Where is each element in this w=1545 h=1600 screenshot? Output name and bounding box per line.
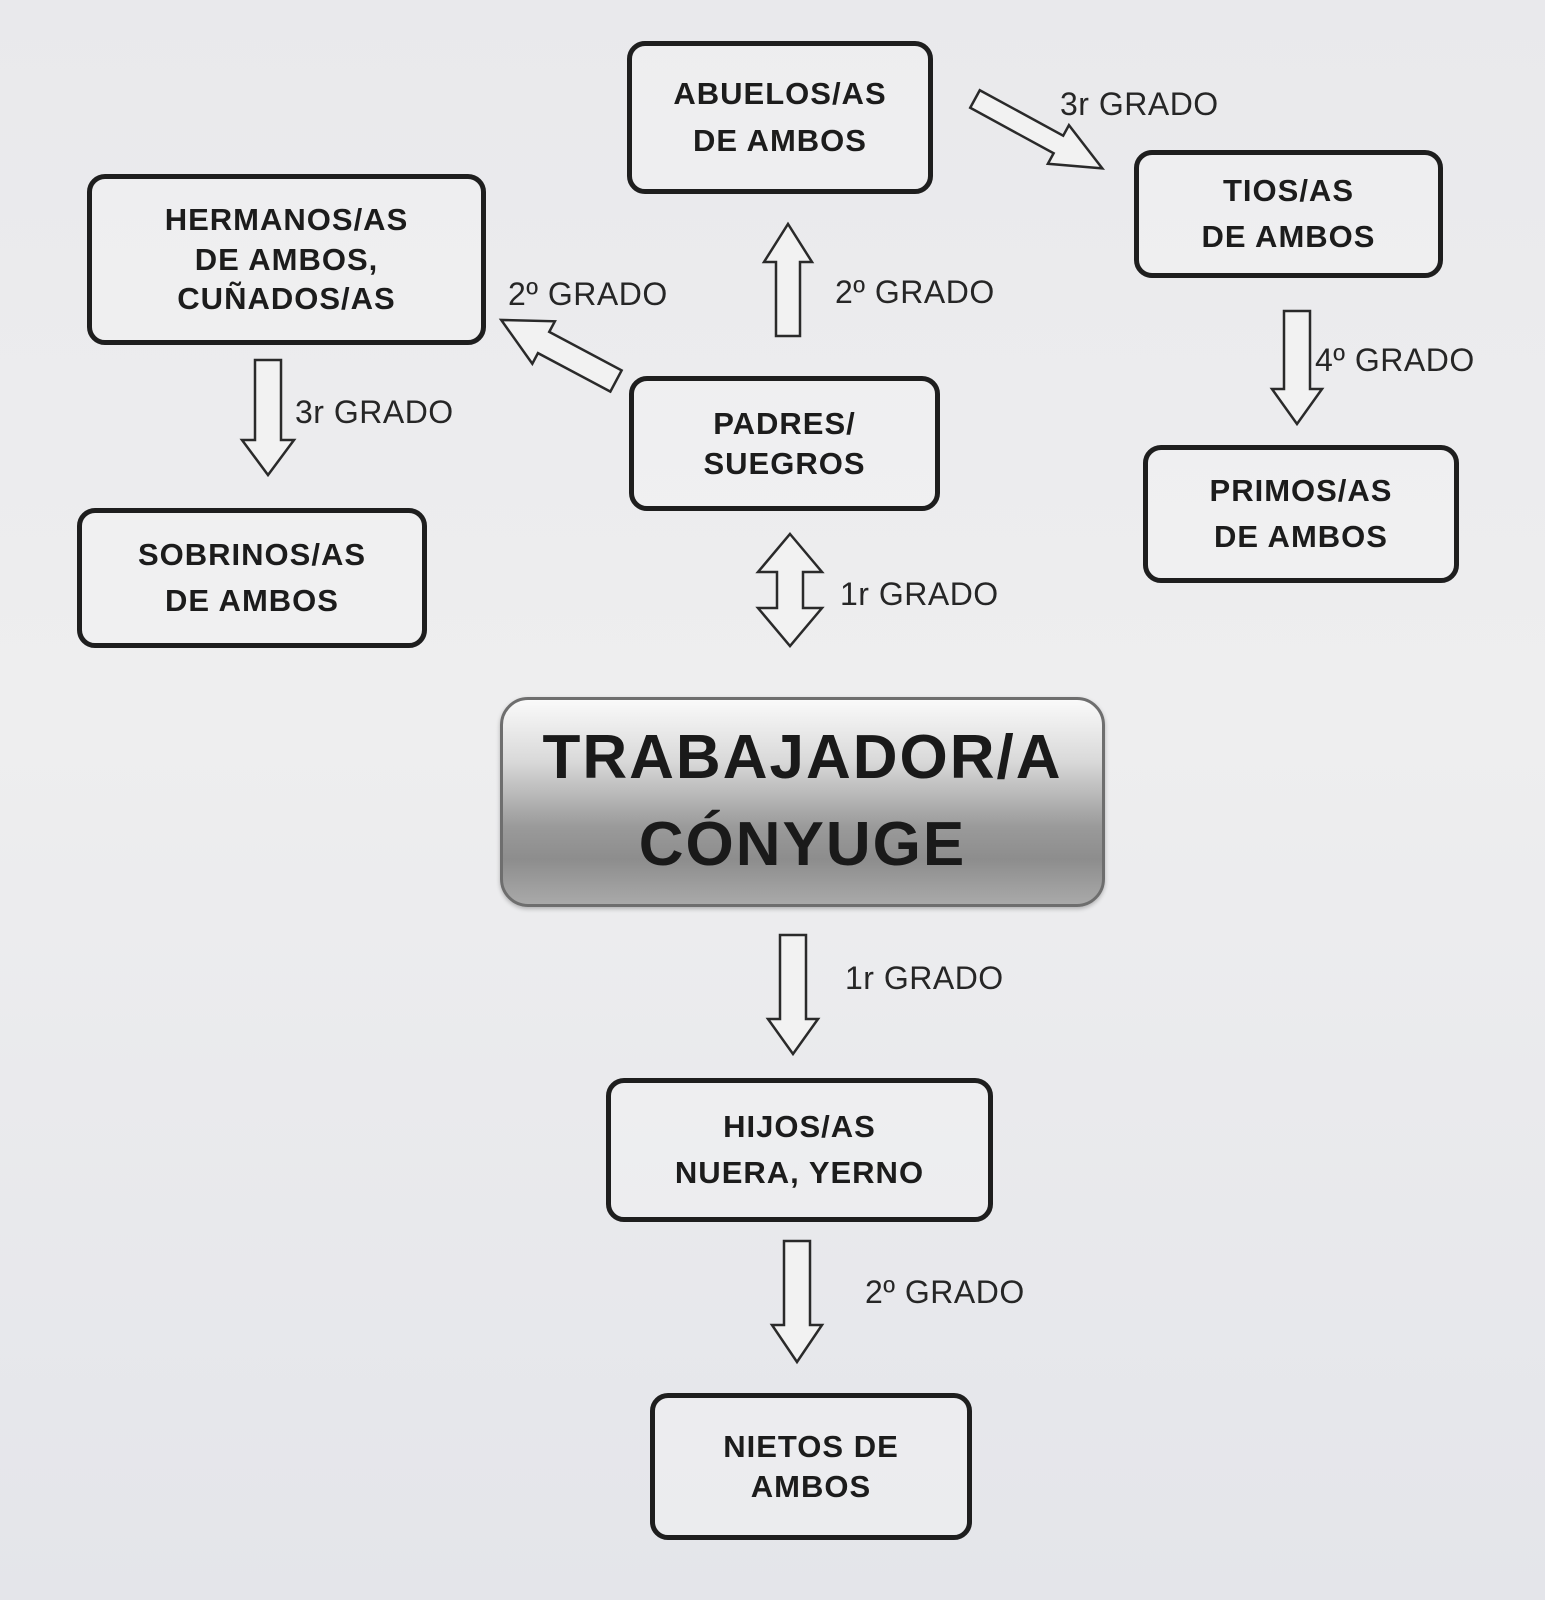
node-primos: PRIMOS/AS DE AMBOS <box>1143 445 1459 583</box>
node-tios-line1: TIOS/AS <box>1222 172 1354 208</box>
node-hermanos-line3: CUÑADOS/AS <box>177 281 396 317</box>
arrow-hermanos-to-sobrinos <box>239 358 297 478</box>
node-padres-line2: SUEGROS <box>703 445 866 481</box>
grade-label-center-padres: 1r GRADO <box>840 576 999 612</box>
node-sobrinos-line2: DE AMBOS <box>165 583 339 618</box>
node-hermanos-line1: HERMANOS/AS <box>164 201 409 237</box>
node-trabajador-conyuge: TRABAJADOR/A CÓNYUGE <box>500 697 1105 907</box>
grade-label-padres-abuelos: 2º GRADO <box>835 274 995 310</box>
grade-label-hijos-nietos: 2º GRADO <box>865 1274 1025 1310</box>
node-nietos-line1: NIETOS DE <box>723 1428 899 1464</box>
arrow-abuelos-to-tios <box>968 88 1106 170</box>
grade-label-hermanos-sobrinos: 3r GRADO <box>295 394 454 430</box>
node-abuelos: ABUELOS/AS DE AMBOS <box>627 41 933 194</box>
arrow-tios-to-primos <box>1269 309 1325 427</box>
arrow-center-to-hijos <box>765 933 821 1057</box>
node-abuelos-line1: ABUELOS/AS <box>673 76 887 111</box>
node-nietos: NIETOS DE AMBOS <box>650 1393 972 1540</box>
node-hijos-line2: NUERA, YERNO <box>674 1155 925 1190</box>
node-hijos-line1: HIJOS/AS <box>723 1108 876 1144</box>
node-abuelos-line2: DE AMBOS <box>693 122 867 158</box>
node-nietos-line2: AMBOS <box>750 1468 872 1504</box>
center-line1: TRABAJADOR/A <box>542 723 1063 793</box>
center-line2: CÓNYUGE <box>638 810 967 879</box>
grade-label-tios-primos: 4º GRADO <box>1315 342 1475 378</box>
node-tios-line2: DE AMBOS <box>1201 219 1376 254</box>
grade-label-abuelos-tios: 3r GRADO <box>1060 86 1219 122</box>
node-hermanos: HERMANOS/AS DE AMBOS, CUÑADOS/AS <box>87 174 486 345</box>
node-sobrinos: SOBRINOS/AS DE AMBOS <box>77 508 427 648</box>
node-primos-line1: PRIMOS/AS <box>1209 472 1393 508</box>
node-sobrinos-line1: SOBRINOS/AS <box>137 536 367 572</box>
node-padres: PADRES/ SUEGROS <box>629 376 940 511</box>
grade-label-padres-hermanos: 2º GRADO <box>508 276 668 312</box>
node-padres-line1: PADRES/ <box>713 405 856 441</box>
arrow-center-to-padres <box>755 532 825 648</box>
arrow-hijos-to-nietos <box>769 1239 825 1365</box>
arrow-padres-to-abuelos <box>761 221 815 338</box>
arrow-padres-to-hermanos <box>498 318 624 394</box>
node-hermanos-line2: DE AMBOS, <box>194 241 379 277</box>
node-hijos: HIJOS/AS NUERA, YERNO <box>606 1078 993 1222</box>
node-tios: TIOS/AS DE AMBOS <box>1134 150 1443 278</box>
node-primos-line2: DE AMBOS <box>1214 519 1388 554</box>
grade-label-center-hijos: 1r GRADO <box>845 960 1004 996</box>
